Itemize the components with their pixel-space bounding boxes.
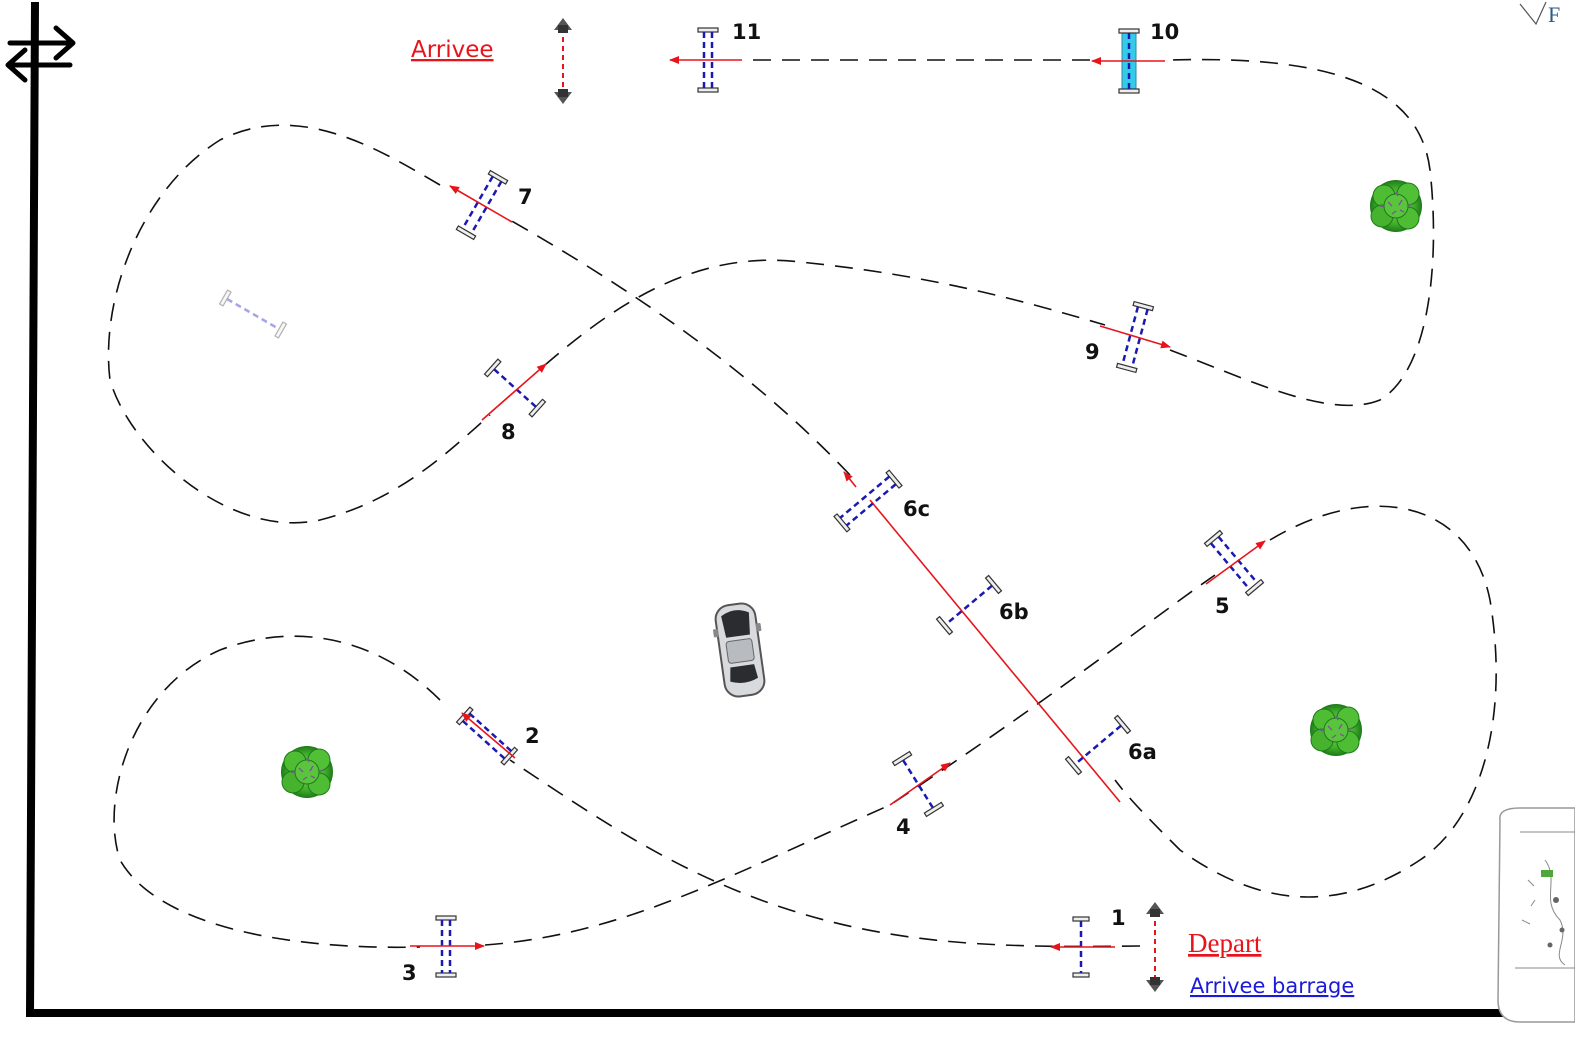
depart-label: Depart xyxy=(1188,928,1262,958)
obstacle-6c xyxy=(834,470,902,532)
tree-icon xyxy=(1310,704,1362,756)
obstacle-6b-label: 6b xyxy=(999,600,1029,624)
obstacle-4 xyxy=(893,752,944,817)
corner-text: F xyxy=(1548,2,1560,27)
obstacle-6b xyxy=(937,575,1002,634)
obstacle-6a-label: 6a xyxy=(1128,740,1157,764)
obstacle-6a xyxy=(1066,715,1131,774)
obstacle-11-label: 11 xyxy=(732,20,761,44)
tree-icon xyxy=(1370,180,1422,232)
obstacle-5-label: 5 xyxy=(1215,594,1230,618)
spare-pole xyxy=(220,290,287,338)
double-arrow-icon xyxy=(8,28,73,80)
obstacle-9-arrow xyxy=(1100,326,1170,347)
obstacle-1 xyxy=(1051,917,1115,977)
start-line xyxy=(1146,902,1164,992)
obstacle-6c-label: 6c xyxy=(903,497,930,521)
obstacle-8-label: 8 xyxy=(501,420,516,444)
tree-icon xyxy=(281,746,333,798)
arrivee-barrage-label: Arrivee barrage xyxy=(1190,974,1354,998)
obstacle-3-label: 3 xyxy=(402,961,417,985)
obstacle-4-label: 4 xyxy=(896,815,911,839)
corner-logo: F xyxy=(1520,2,1560,27)
car-icon xyxy=(710,601,770,699)
finish-line xyxy=(554,18,572,104)
obstacle-2-arrow xyxy=(462,713,515,758)
arrivee-label: Arrivee xyxy=(411,37,494,63)
obstacle-1-label: 1 xyxy=(1111,906,1126,930)
obstacle-2-label: 2 xyxy=(525,724,540,748)
obstacle-10-label: 10 xyxy=(1150,20,1179,44)
left-border xyxy=(30,2,35,1015)
obstacle-4-arrow xyxy=(890,763,950,805)
thumbnail-preview xyxy=(1498,808,1575,1022)
obstacle-8 xyxy=(485,359,546,417)
obstacle-9-label: 9 xyxy=(1085,340,1100,364)
obstacle-7-label: 7 xyxy=(518,185,533,209)
course-path xyxy=(108,60,1496,948)
